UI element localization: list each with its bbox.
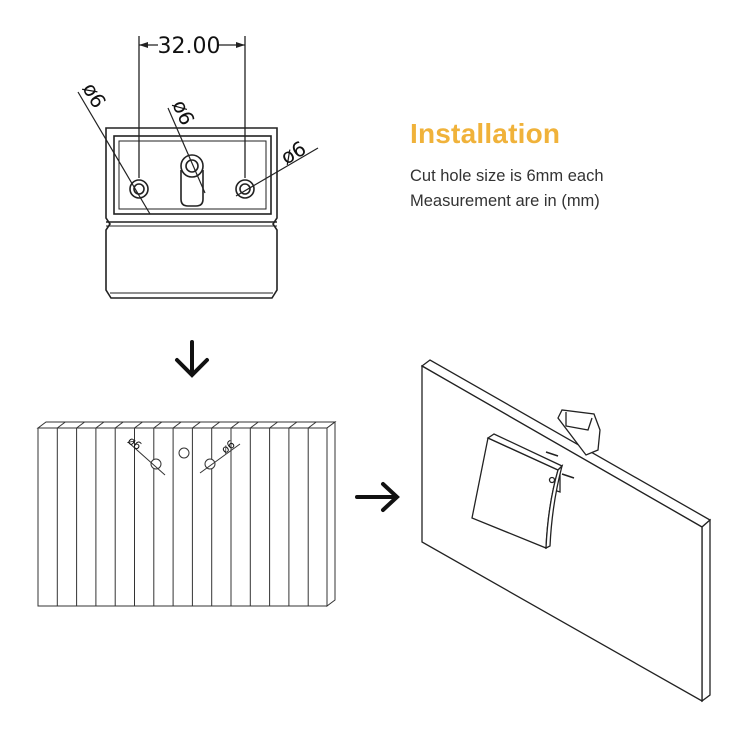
installation-info: Installation Cut hole size is 6mm each M… <box>410 118 710 214</box>
plank-top-edge <box>172 421 182 429</box>
diameter-label-center: ø6 <box>167 96 199 129</box>
dimension-32 <box>138 36 246 178</box>
plank-top-edge <box>56 421 66 429</box>
arrow-right-icon <box>355 482 400 512</box>
plank-top-edge <box>134 421 143 429</box>
plank-top-edge <box>288 421 298 429</box>
info-line-hole-size: Cut hole size is 6mm each <box>410 167 604 185</box>
plank-top-edge <box>153 421 163 429</box>
plank-top-edge <box>114 421 124 429</box>
plank-top-edge <box>269 421 278 429</box>
diameter-leaders <box>77 91 319 215</box>
installation-title: Installation <box>410 118 561 149</box>
plank-top-edge <box>250 421 259 429</box>
plank-top-edge <box>211 421 220 429</box>
wood-planks <box>56 421 317 606</box>
plank-top-edge <box>230 421 240 429</box>
dimension-width-label: 32.00 <box>158 34 221 59</box>
info-line-units: Measurement are in (mm) <box>410 192 600 210</box>
mounting-base-drawing <box>105 127 278 299</box>
panel-holes <box>127 441 241 476</box>
plank-top-edge <box>307 421 317 429</box>
plank-top-edge <box>76 421 85 429</box>
plank-top-edge <box>95 421 105 429</box>
plank-top-edge <box>192 421 201 429</box>
diameter-label-left: ø6 <box>78 79 111 113</box>
mounted-board-drawing <box>420 359 712 703</box>
arrow-down-icon <box>175 340 209 378</box>
diameter-label-right: ø6 <box>277 136 311 169</box>
